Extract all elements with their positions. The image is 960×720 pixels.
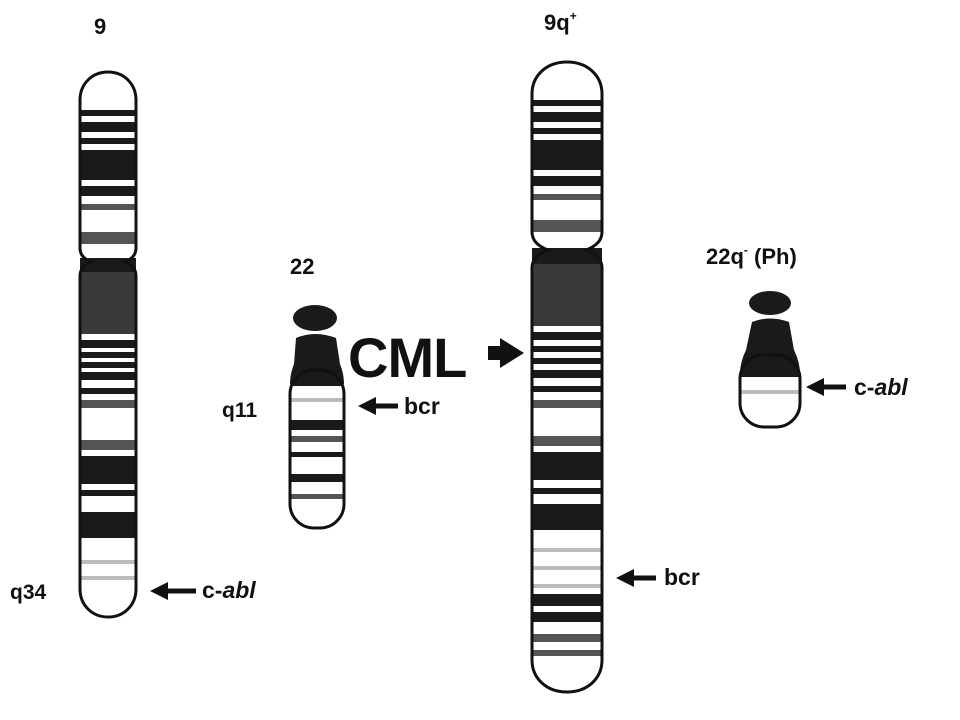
chromosome-9q-plus bbox=[530, 60, 604, 694]
band-q34-label: q34 bbox=[10, 581, 47, 604]
chr22-label: 22 bbox=[290, 254, 315, 279]
cml-label: CML bbox=[348, 326, 467, 389]
gene-bcr-chr9q: bcr bbox=[664, 564, 700, 590]
gene-bcr-chr22: bcr bbox=[404, 393, 440, 419]
band-q11-label: q11 bbox=[222, 399, 258, 422]
cml-arrow bbox=[488, 338, 524, 368]
gene-c-abl-chr22q: c-abl bbox=[854, 374, 908, 400]
arrow-bcr-chr22 bbox=[358, 397, 398, 415]
arrow-c-abl-chr22q bbox=[806, 378, 846, 396]
chromosome-22q-minus-ph bbox=[738, 291, 802, 429]
arrow-bcr-chr9q bbox=[616, 569, 656, 587]
chr22q-label: 22q- (Ph) bbox=[706, 243, 797, 269]
chromosome-9 bbox=[78, 70, 138, 619]
chr9q-label: 9q+ bbox=[544, 9, 577, 35]
gene-c-abl-chr9: c-abl bbox=[202, 577, 256, 603]
chromosome-22 bbox=[288, 305, 346, 530]
arrow-c-abl-chr9 bbox=[150, 582, 196, 600]
chr9-label: 9 bbox=[94, 14, 107, 39]
